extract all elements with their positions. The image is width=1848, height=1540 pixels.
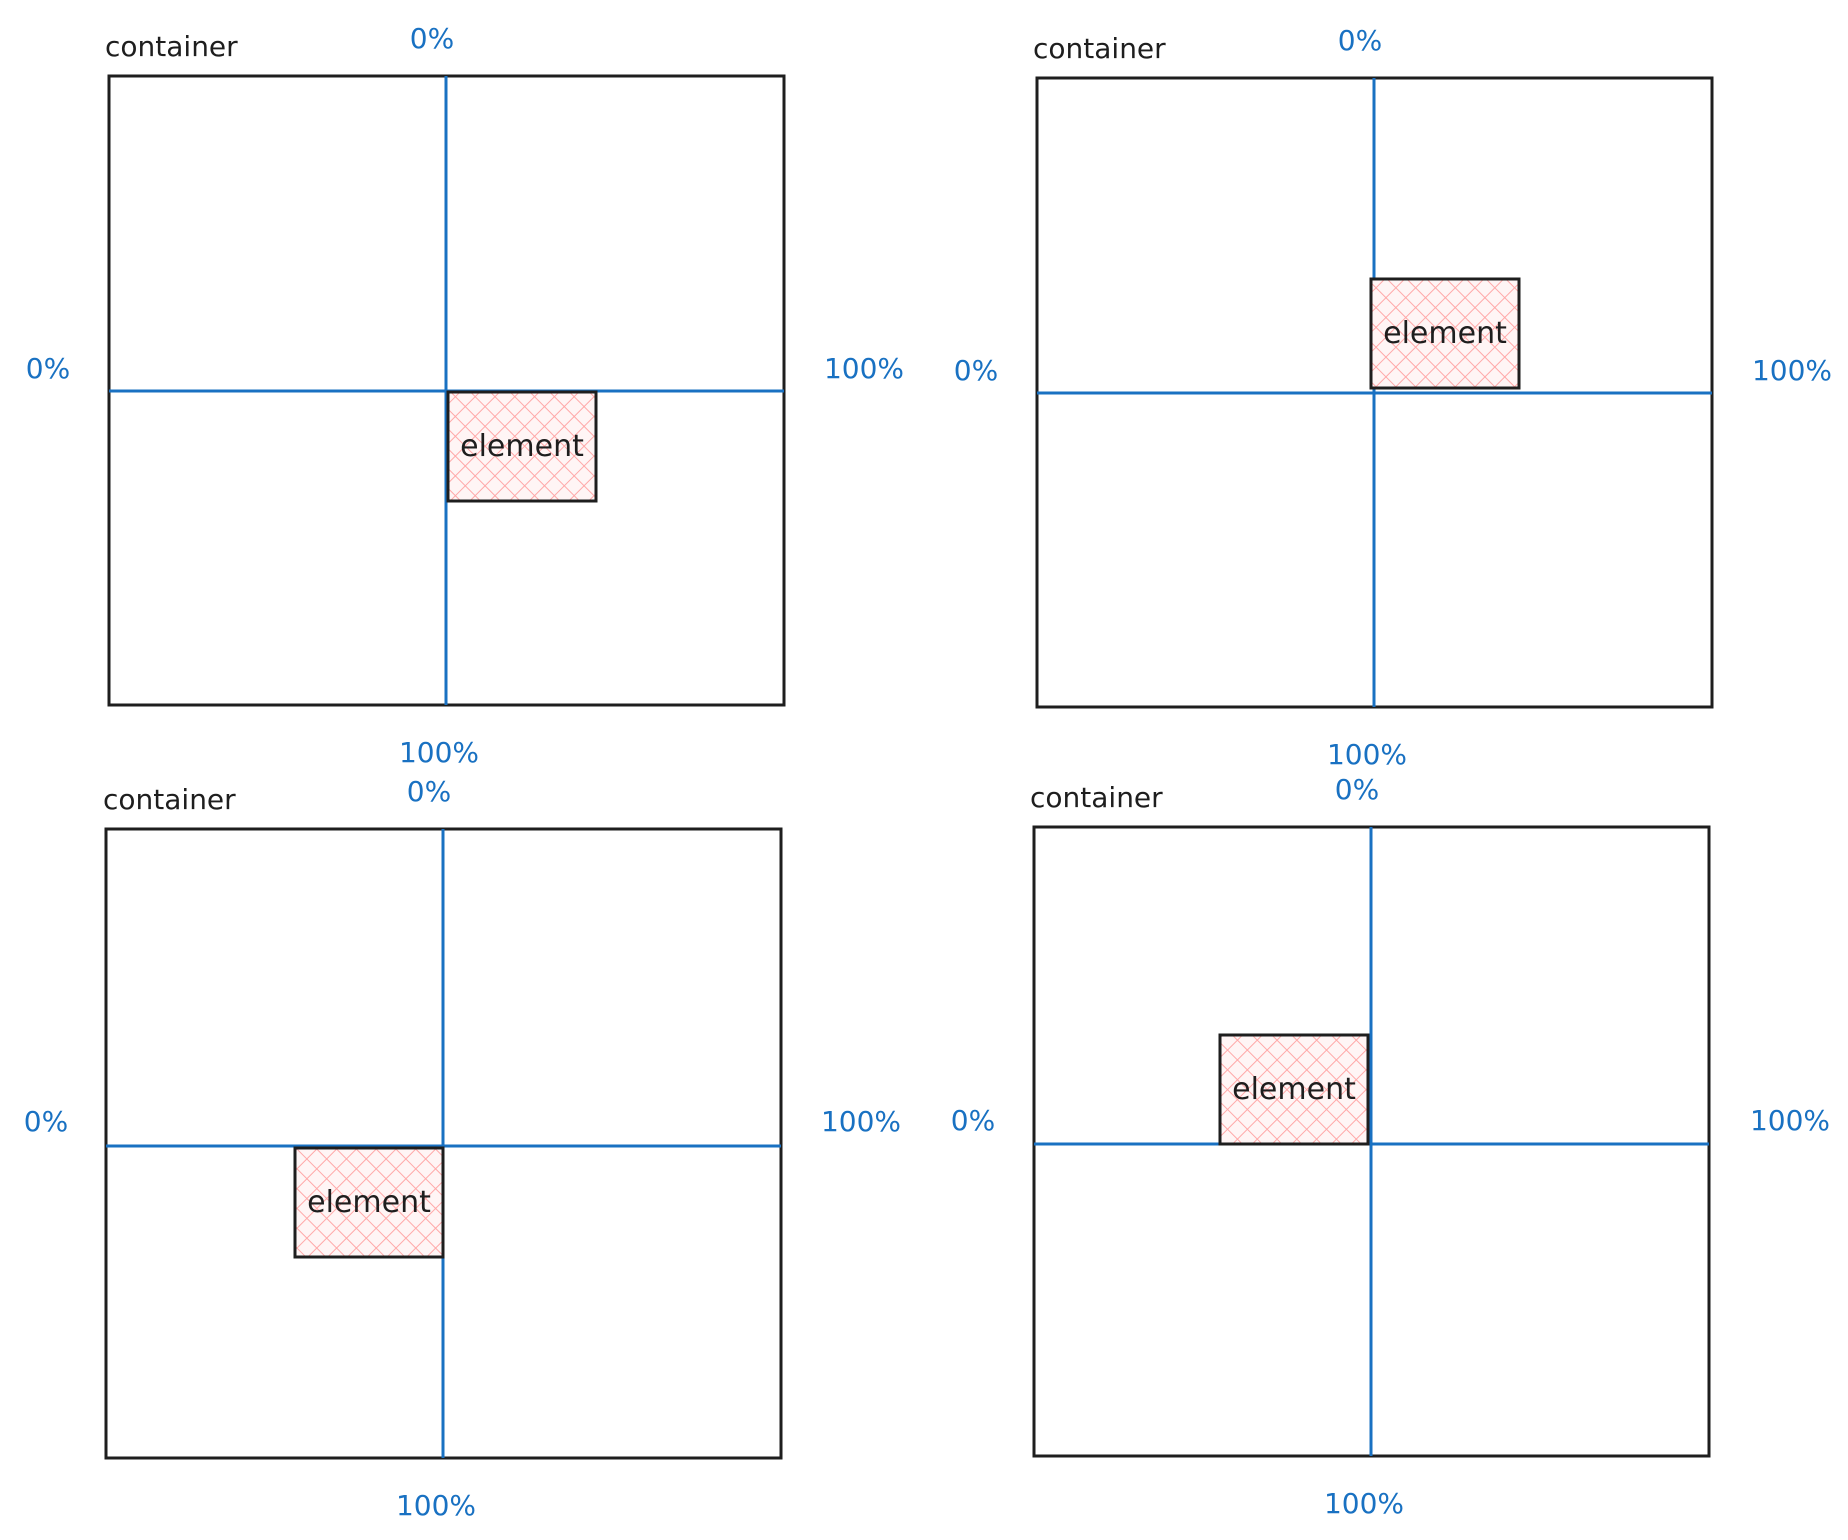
bottom-percent-label: 100% <box>399 736 479 769</box>
bottom-percent-label: 100% <box>396 1489 476 1522</box>
panel-4: container 0% 100% 0% 100% element <box>951 773 1830 1520</box>
top-percent-label: 0% <box>407 775 451 808</box>
element-box <box>1369 277 1521 390</box>
left-percent-label: 0% <box>26 352 70 385</box>
left-percent-label: 0% <box>951 1104 995 1137</box>
container-label: container <box>105 30 238 63</box>
container-label: container <box>1033 32 1166 65</box>
element-box <box>1218 1033 1370 1146</box>
element-label: element <box>307 1185 431 1220</box>
bottom-percent-label: 100% <box>1327 738 1407 771</box>
element-label: element <box>1232 1072 1356 1107</box>
element-label: element <box>460 429 584 464</box>
container-label: container <box>1030 781 1163 814</box>
top-percent-label: 0% <box>410 22 454 55</box>
panel-2: container 0% 100% 0% 100% element <box>954 24 1832 771</box>
bottom-percent-label: 100% <box>1324 1487 1404 1520</box>
right-percent-label: 100% <box>1752 354 1832 387</box>
element-box <box>293 1146 445 1259</box>
left-percent-label: 0% <box>24 1105 68 1138</box>
right-percent-label: 100% <box>824 352 904 385</box>
element-label: element <box>1383 316 1507 351</box>
element-box <box>446 390 598 503</box>
right-percent-label: 100% <box>821 1105 901 1138</box>
container-label: container <box>103 783 236 816</box>
panel-3: container 0% 100% 0% 100% element <box>24 775 901 1522</box>
left-percent-label: 0% <box>954 354 998 387</box>
top-percent-label: 0% <box>1338 24 1382 57</box>
top-percent-label: 0% <box>1335 773 1379 806</box>
right-percent-label: 100% <box>1750 1104 1830 1137</box>
panel-1: container 0% 100% 0% 100% element <box>26 22 904 769</box>
